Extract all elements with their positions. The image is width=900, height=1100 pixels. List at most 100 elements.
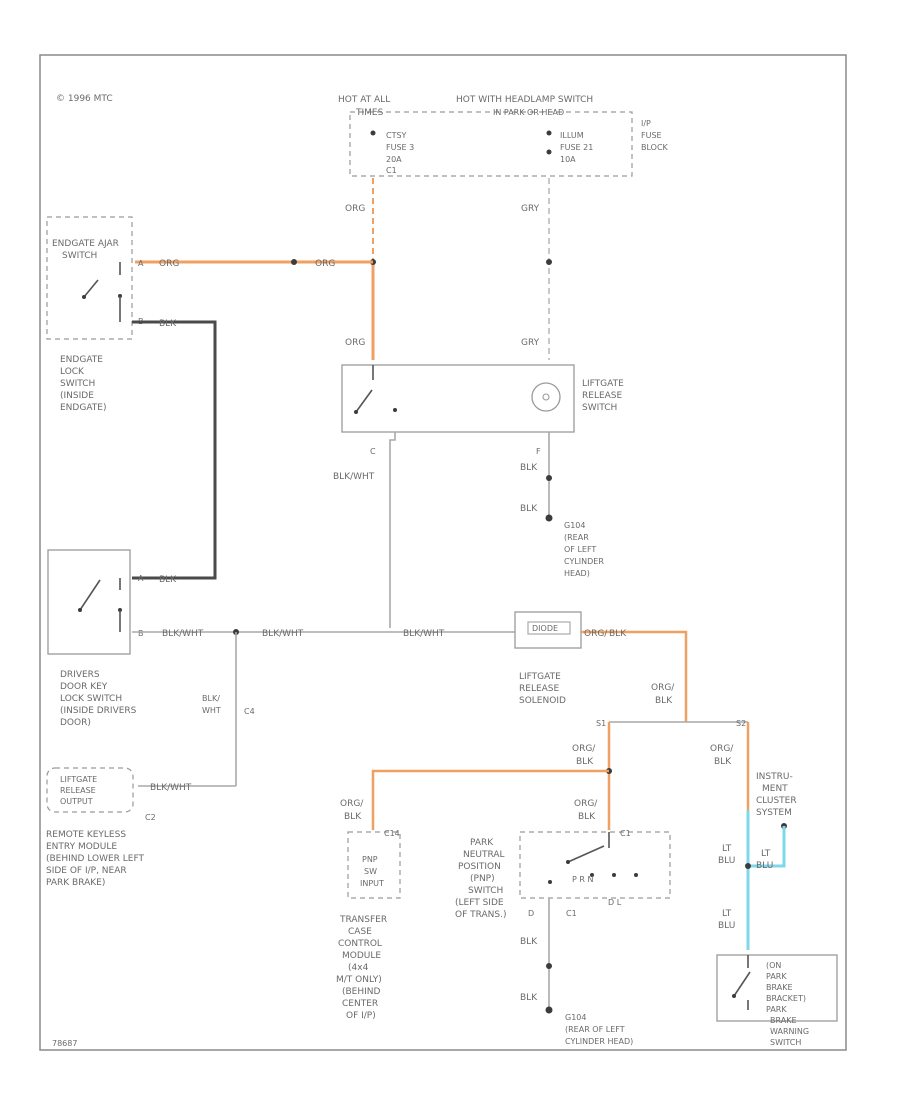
bulb-filament-icon <box>542 393 550 401</box>
door-line-2: DOOR KEY <box>60 682 108 692</box>
tccm-line-5: (4x4 <box>348 963 369 973</box>
liftgate-switch-line-3: SWITCH <box>582 403 617 413</box>
illum-label-2: FUSE 21 <box>560 143 593 152</box>
liftgate-switch-line-2: RELEASE <box>582 391 623 401</box>
park-brake-line-6: BRAKE <box>770 1016 797 1025</box>
block-label-1: I/P <box>641 119 651 128</box>
lt-blu-label-3: LT <box>722 909 732 919</box>
tccm-box-line-3: INPUT <box>360 879 384 888</box>
park-brake-line-5: PARK <box>766 1005 787 1014</box>
diode-body <box>527 621 571 635</box>
org-blk-label-2b: BLK <box>655 696 673 706</box>
tccm-box-line-2: SW <box>364 867 377 876</box>
illum-fuse-terminal <box>546 130 552 136</box>
lt-blu-label-2b: BLU <box>756 861 773 871</box>
pnp-term-d <box>634 873 638 877</box>
org-blk-label-1b: BLK <box>609 629 627 639</box>
blk-wht-label-3: BLK/WHT <box>262 629 304 639</box>
park-brake-contact <box>733 971 751 997</box>
pnp-gears-label: D L <box>608 898 622 907</box>
rke-pin-c2: C2 <box>145 813 156 822</box>
ctsy-fuse-terminal <box>370 130 376 136</box>
org-blk-label-2a: ORG/ <box>651 683 675 693</box>
pnp-pin-c1: C1 <box>566 909 577 918</box>
endgate-lock-line-5: ENDGATE) <box>60 403 106 413</box>
endgate-lock-line-3: SWITCH <box>60 379 95 389</box>
door-switch-contact <box>79 579 101 611</box>
blk-pnp-label: BLK <box>520 937 538 947</box>
endgate-switch-contact <box>83 279 99 298</box>
rke-line-5: PARK BRAKE) <box>46 878 105 888</box>
hot-headlamp-label: HOT WITH HEADLAMP SWITCH <box>456 95 593 105</box>
cluster-line-2: MENT <box>762 784 788 794</box>
blk-wht-vert-2: WHT <box>202 706 221 715</box>
door-pin-a: A <box>138 574 144 583</box>
endgate-lock-line-2: LOCK <box>60 367 85 377</box>
rke-box-line-2: RELEASE <box>60 786 96 795</box>
g104-label: G104 (REAR OF LEFT CYLINDER HEAD) <box>564 521 604 578</box>
cluster-line-1: INSTRU- <box>756 772 793 782</box>
rke-line-2: ENTRY MODULE <box>46 842 117 852</box>
lt-blu-wire-cluster <box>748 826 786 868</box>
blk-wht-label-2: BLK/WHT <box>162 629 204 639</box>
blk-wht-wire-switch <box>389 432 396 628</box>
times-label: TIMES <box>355 108 384 118</box>
door-line-3: LOCK SWITCH <box>60 694 122 704</box>
park-brake-line-8: SWITCH <box>770 1038 801 1047</box>
org-blk-wire-solenoid <box>581 630 688 722</box>
endgate-switch-outline <box>46 216 133 340</box>
tccm-line-6: M/T ONLY) <box>336 975 382 985</box>
diode-label: DIODE <box>532 624 558 633</box>
liftgate-switch-outline <box>341 364 575 433</box>
diagram-frame <box>39 54 847 1051</box>
g104-line-3: OF LEFT <box>564 545 596 554</box>
org-blk-label-1a: ORG/ <box>584 629 608 639</box>
pnp-switch: P R N D L C1 PARK NEUTRAL POSITION (PNP)… <box>455 829 671 920</box>
split-pin-s2: S2 <box>736 719 746 728</box>
pnp-line-1: PARK <box>470 838 494 848</box>
pnp-term-r <box>590 873 594 877</box>
park-brake-pivot <box>732 994 736 998</box>
rke-pin-c4: C4 <box>244 707 255 716</box>
corner-code: 78687 <box>52 1039 77 1048</box>
endgate-pin-a: A <box>138 259 144 268</box>
ground-g104 <box>545 514 553 522</box>
org-blk-label-3b: BLK <box>576 757 594 767</box>
blk-wht-vert-1: BLK/ <box>202 694 220 703</box>
endgate-lock-switch: ENDGATE AJAR SWITCH A B <box>46 216 144 340</box>
org-blk-label-4b: BLK <box>578 812 596 822</box>
pnp-term-p <box>548 880 552 884</box>
pnp-pivot <box>566 860 570 864</box>
g104b-line-2: (REAR OF LEFT <box>565 1025 625 1034</box>
tccm-line-3: CONTROL <box>338 939 382 949</box>
pnp-line-5: SWITCH <box>468 886 503 896</box>
pnp-line-3: POSITION <box>458 862 501 872</box>
blk-wht-label-5: BLK/WHT <box>150 783 192 793</box>
liftgate-pin-c: C <box>370 447 376 456</box>
illumination-bulb-icon <box>531 382 561 412</box>
pnp-term-n <box>612 873 616 877</box>
g104-line-1: G104 <box>564 521 585 530</box>
ctsy-label-2: FUSE 3 <box>386 143 414 152</box>
rke-box-line-1: LIFTGATE <box>60 775 97 784</box>
park-brake-line-4: BRACKET) <box>766 994 806 1003</box>
illum-label-1: ILLUM <box>560 131 584 140</box>
drivers-door-switch: A B <box>47 549 144 655</box>
g104-line-5: HEAD) <box>564 569 590 578</box>
gry-label-top: GRY <box>521 204 540 214</box>
tccm-line-2: CASE <box>348 927 372 937</box>
org-wire-label-b: ORG <box>159 259 179 269</box>
liftgate-switch-pivot <box>354 410 358 414</box>
rke-box-line-3: OUTPUT <box>60 797 93 806</box>
ctsy-label-4: C1 <box>386 166 397 175</box>
fuse-block-outline <box>349 111 633 177</box>
pnp-contacts-label: P R N <box>572 875 593 884</box>
org-blk-label-6b: BLK <box>714 757 732 767</box>
rke-outline <box>46 767 134 813</box>
headlamp-sub-label: IN PARK OR HEAD <box>493 108 564 117</box>
splice-lt-blu <box>745 863 751 869</box>
blk-label-b: BLK <box>520 504 538 514</box>
blk-wht-label-1: BLK/WHT <box>333 472 375 482</box>
illum-label-3: 10A <box>560 155 576 164</box>
drivers-door-outline <box>47 549 131 655</box>
